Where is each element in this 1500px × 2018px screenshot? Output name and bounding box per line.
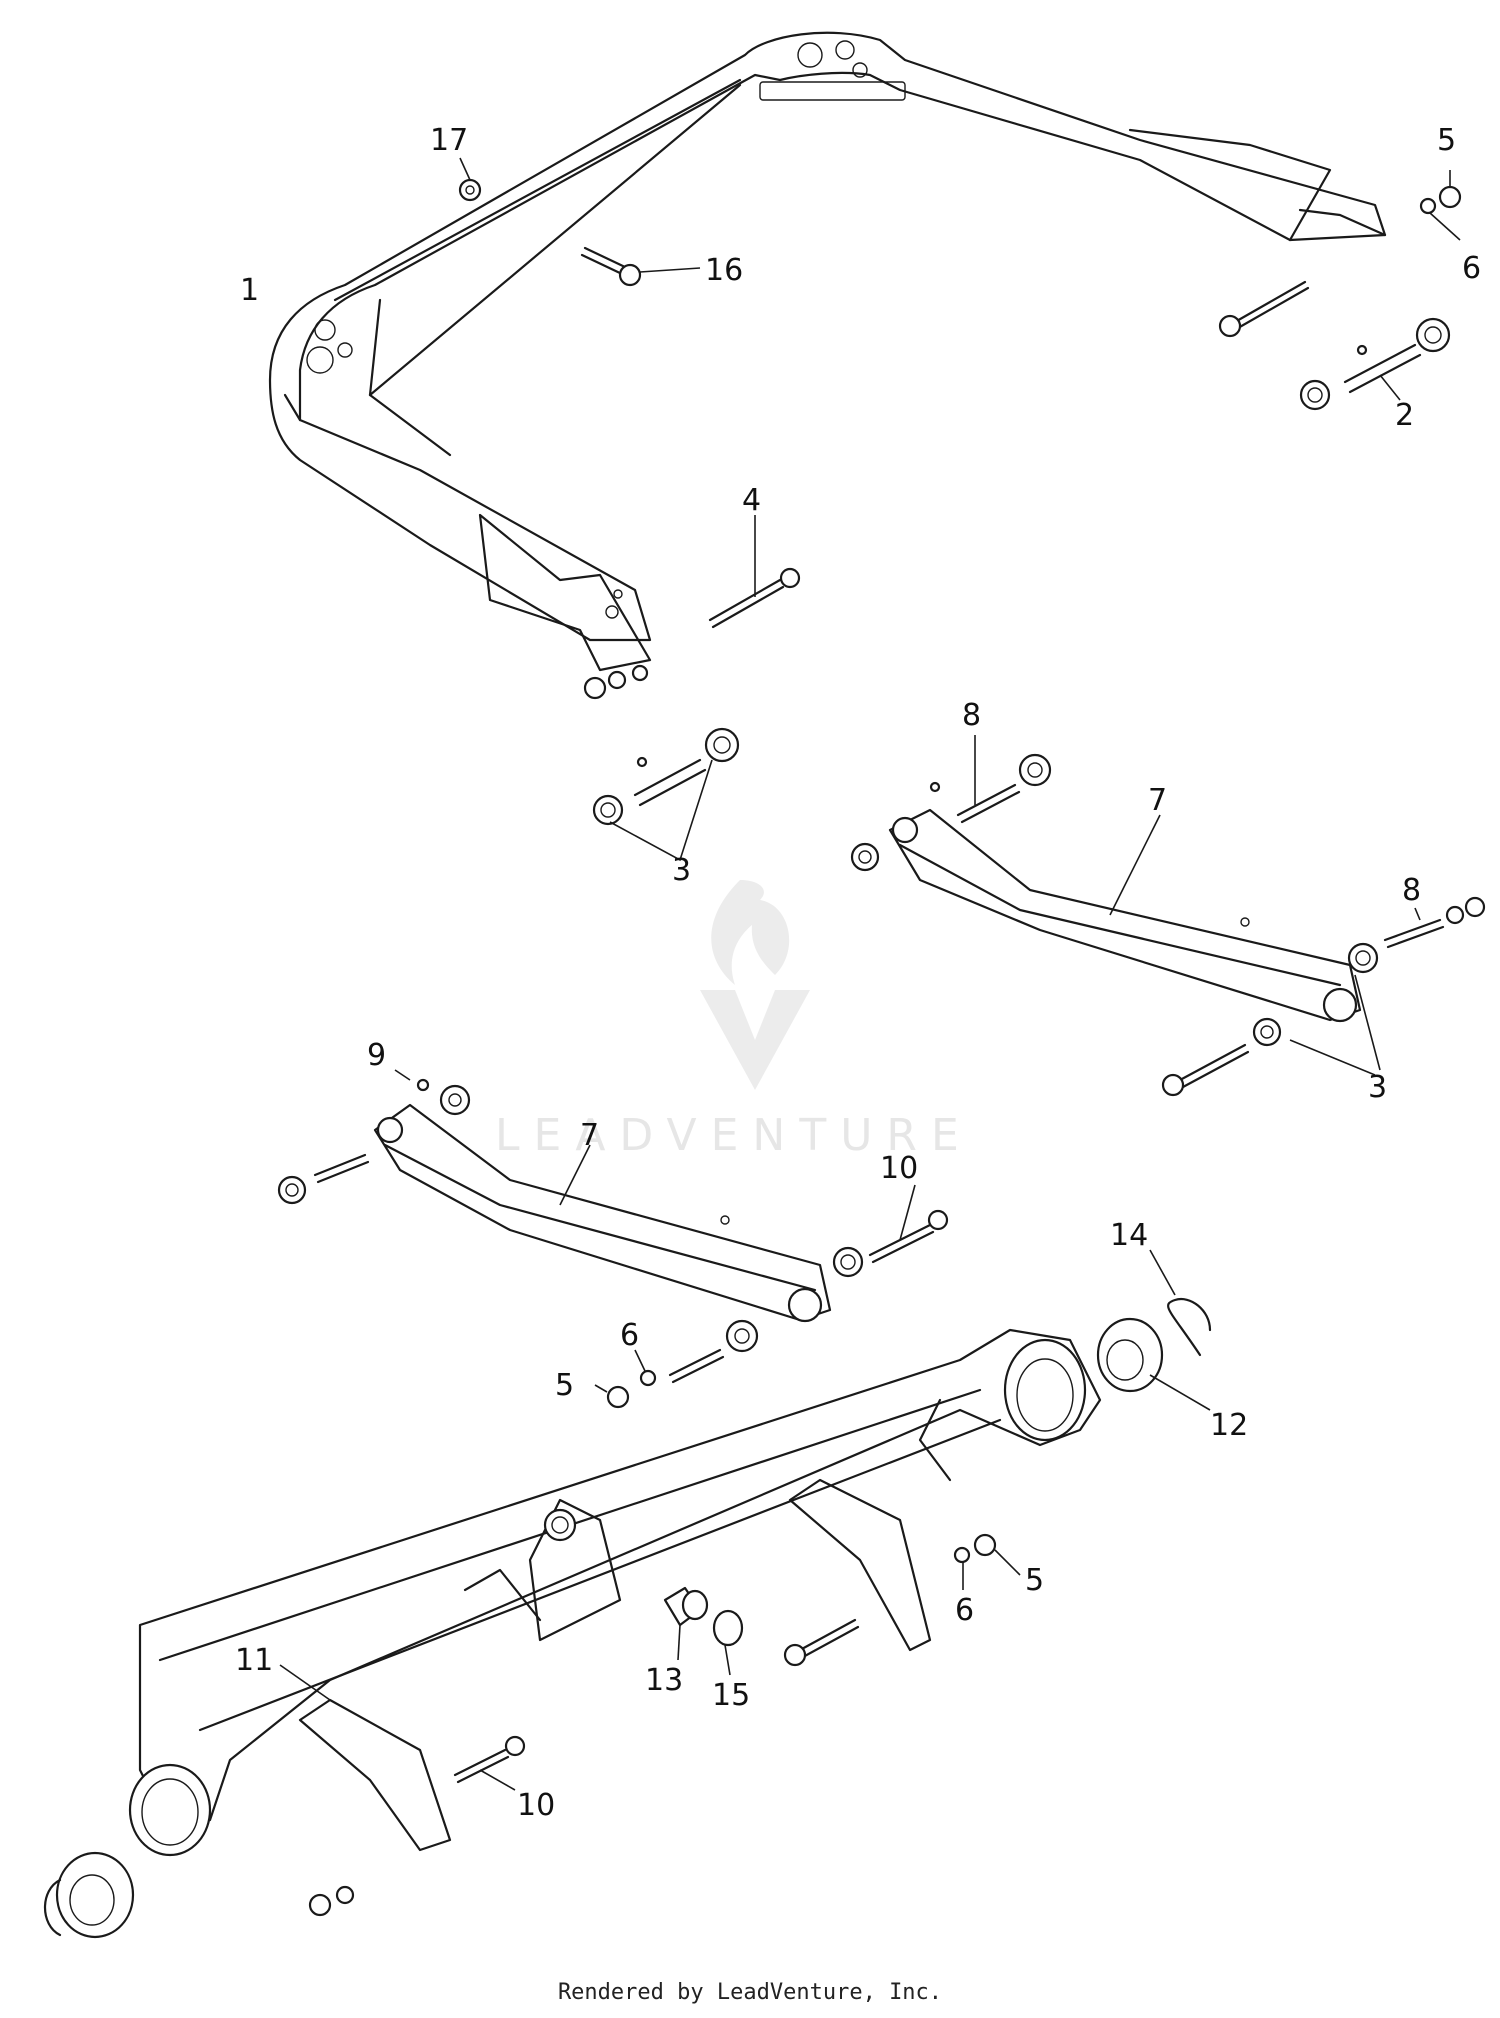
callout-10-lower: 10 bbox=[517, 1788, 555, 1823]
callout-9: 9 bbox=[367, 1038, 386, 1073]
callout-3-right: 3 bbox=[1368, 1070, 1387, 1105]
frame-part-1 bbox=[268, 31, 1387, 672]
bolt-part-4 bbox=[708, 515, 801, 629]
callout-7-right: 7 bbox=[1148, 783, 1167, 818]
callout-6-top: 6 bbox=[1462, 251, 1481, 286]
bolt-bushing-part-3-right bbox=[1161, 974, 1381, 1097]
callout-17: 17 bbox=[430, 123, 468, 158]
callout-5-lower: 5 bbox=[1025, 1563, 1044, 1598]
watermark-logo bbox=[700, 880, 810, 1090]
nut-part-17 bbox=[458, 157, 482, 202]
callout-16: 16 bbox=[705, 253, 743, 288]
pin-bushing-part-2 bbox=[1299, 317, 1451, 411]
nut-washer-part-5-6-mid bbox=[594, 1319, 759, 1409]
nut-washer-part-5-6-top bbox=[1419, 170, 1462, 241]
watermark-text: LEADVENTURE bbox=[495, 1110, 973, 1161]
callout-4: 4 bbox=[742, 483, 761, 518]
axle-housing-part-11 bbox=[128, 1328, 1102, 1857]
bearing-part-12 bbox=[1096, 1317, 1211, 1411]
callout-3-left: 3 bbox=[672, 853, 691, 888]
callout-6-mid: 6 bbox=[620, 1318, 639, 1353]
bolt-part-10-lower bbox=[453, 1735, 526, 1791]
callout-15: 15 bbox=[712, 1678, 750, 1713]
o-ring-part-15 bbox=[712, 1609, 744, 1676]
callout-5-mid: 5 bbox=[555, 1368, 574, 1403]
callout-13: 13 bbox=[645, 1663, 683, 1698]
bolt-part-10-top bbox=[832, 1184, 949, 1278]
callout-14: 14 bbox=[1110, 1218, 1148, 1253]
callout-10-top: 10 bbox=[880, 1151, 918, 1186]
trailing-arm-part-7-left bbox=[277, 1084, 832, 1323]
callout-7-left: 7 bbox=[580, 1118, 599, 1153]
trailing-arm-part-7-right bbox=[850, 808, 1362, 1023]
pin-bushing-part-3-left bbox=[592, 727, 740, 862]
callout-5-top: 5 bbox=[1437, 123, 1456, 158]
nut-washer-lower-left bbox=[308, 1885, 355, 1917]
callout-8-top: 8 bbox=[962, 698, 981, 733]
pin-part-8-top bbox=[929, 735, 1052, 824]
nut-washer-part-5-6-lower bbox=[953, 1533, 1021, 1590]
bolt-part-16 bbox=[580, 246, 701, 287]
callout-6-lower: 6 bbox=[955, 1593, 974, 1628]
bushing-part-13 bbox=[663, 1586, 709, 1661]
callout-11: 11 bbox=[235, 1643, 273, 1678]
axle-bolt-middle bbox=[783, 1618, 860, 1667]
callout-8-right: 8 bbox=[1402, 873, 1421, 908]
callout-2: 2 bbox=[1395, 398, 1414, 433]
frame-right-bolt bbox=[1218, 280, 1310, 338]
callout-12: 12 bbox=[1210, 1408, 1248, 1443]
footer-credit: Rendered by LeadVenture, Inc. bbox=[557, 1980, 943, 2005]
pin-part-8-right bbox=[1347, 896, 1486, 974]
nut-part-9 bbox=[394, 1069, 430, 1092]
bearing-lower-left bbox=[44, 1851, 135, 1939]
callout-1: 1 bbox=[240, 273, 259, 308]
snap-ring-part-14 bbox=[1149, 1249, 1212, 1357]
frame-nut-washer bbox=[583, 664, 649, 700]
